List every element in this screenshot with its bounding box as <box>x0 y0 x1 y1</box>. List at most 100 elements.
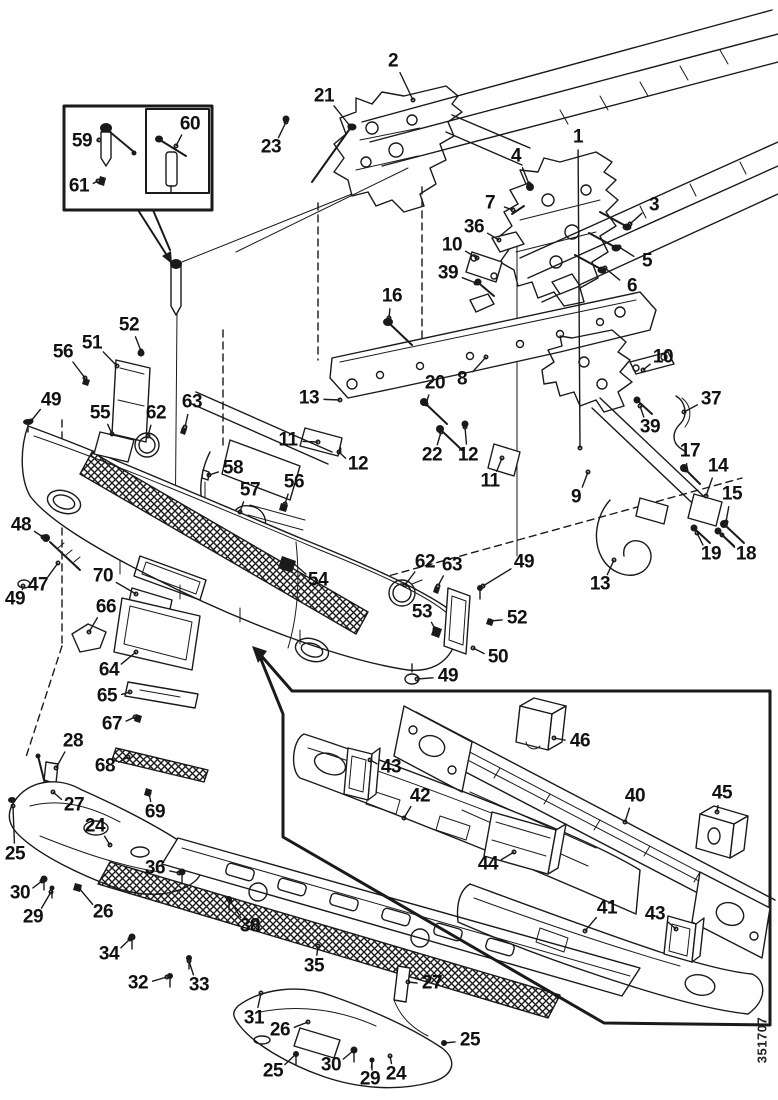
stabilizer-brackets-right <box>541 329 745 576</box>
callout-38: 38 <box>239 915 261 937</box>
callout-2: 2 <box>387 50 399 72</box>
callout-30: 30 <box>9 882 31 904</box>
callout-51: 51 <box>81 332 103 354</box>
callout-45: 45 <box>711 782 733 804</box>
callout-12: 12 <box>347 453 369 475</box>
link-brackets-center <box>465 231 525 297</box>
callout-67: 67 <box>101 713 123 735</box>
callout-9: 9 <box>570 486 582 508</box>
callout-4: 4 <box>510 145 522 167</box>
callout-52: 52 <box>506 607 528 629</box>
callout-36: 36 <box>463 216 485 238</box>
callout-26: 26 <box>269 1019 291 1041</box>
callout-37: 37 <box>700 388 722 410</box>
callout-49: 49 <box>40 389 62 411</box>
callout-39: 39 <box>639 416 661 438</box>
callout-49: 49 <box>437 665 459 687</box>
callout-19: 19 <box>700 543 722 565</box>
callout-7: 7 <box>484 192 496 214</box>
callout-55: 55 <box>89 402 111 424</box>
callout-17: 17 <box>679 440 701 462</box>
callout-26: 26 <box>92 901 114 923</box>
callout-13: 13 <box>298 387 320 409</box>
callout-6: 6 <box>626 275 638 297</box>
callout-10: 10 <box>652 346 674 368</box>
callout-54: 54 <box>307 569 329 591</box>
callout-32: 32 <box>127 972 149 994</box>
callout-63: 63 <box>441 554 463 576</box>
callout-1: 1 <box>572 126 584 148</box>
callout-10: 10 <box>441 234 463 256</box>
callout-42: 42 <box>409 785 431 807</box>
callout-34: 34 <box>98 943 120 965</box>
leader-lines <box>10 71 736 1069</box>
callout-56: 56 <box>52 341 74 363</box>
callout-52: 52 <box>118 314 140 336</box>
frame-rails <box>361 9 778 303</box>
callout-14: 14 <box>707 455 729 477</box>
callout-69: 69 <box>144 801 166 823</box>
callout-57: 57 <box>239 479 261 501</box>
callout-27: 27 <box>63 794 85 816</box>
callout-56: 56 <box>283 471 305 493</box>
callout-63: 63 <box>181 391 203 413</box>
skid-plates <box>97 837 641 1019</box>
callout-64: 64 <box>98 659 120 681</box>
callout-20: 20 <box>424 372 446 394</box>
callout-22: 22 <box>421 444 443 466</box>
callout-44: 44 <box>477 853 499 875</box>
callout-53: 53 <box>411 601 433 623</box>
callout-18: 18 <box>735 543 757 565</box>
callout-58: 58 <box>222 457 244 479</box>
frame-bracket-upper-left <box>282 85 531 213</box>
drawing-number: 351707 <box>754 1016 770 1064</box>
callout-46: 46 <box>569 730 591 752</box>
callout-25: 25 <box>4 843 26 865</box>
callout-43: 43 <box>380 756 402 778</box>
callout-3: 3 <box>648 194 660 216</box>
callout-29: 29 <box>22 906 44 928</box>
callout-5: 5 <box>641 250 653 272</box>
callout-61: 61 <box>68 175 90 197</box>
callout-24: 24 <box>385 1063 407 1085</box>
callout-40: 40 <box>624 785 646 807</box>
crossmember <box>299 273 657 477</box>
callout-11: 11 <box>278 429 298 451</box>
construction-lines <box>25 167 743 758</box>
callout-66: 66 <box>95 596 117 618</box>
callout-33: 33 <box>188 974 210 996</box>
callout-29: 29 <box>359 1068 381 1090</box>
callout-49: 49 <box>4 588 26 610</box>
callout-68: 68 <box>94 755 116 777</box>
callout-16: 16 <box>381 285 403 307</box>
callout-8: 8 <box>456 368 468 390</box>
callout-27: 27 <box>421 972 443 994</box>
callout-13: 13 <box>589 573 611 595</box>
callout-62: 62 <box>414 551 436 573</box>
callout-47: 47 <box>27 574 49 596</box>
fastener-detail-inset <box>62 104 214 316</box>
callout-70: 70 <box>92 565 114 587</box>
callout-41: 41 <box>596 897 618 919</box>
callout-59: 59 <box>71 130 93 152</box>
callout-65: 65 <box>96 685 118 707</box>
callout-15: 15 <box>721 483 743 505</box>
callout-21: 21 <box>313 85 335 107</box>
lower-bumper-inset <box>252 646 776 1027</box>
callout-23: 23 <box>260 136 282 158</box>
bumper-fascia <box>21 425 494 685</box>
callout-39: 39 <box>437 262 459 284</box>
callout-49: 49 <box>513 551 535 573</box>
callout-24: 24 <box>84 815 106 837</box>
callout-11: 11 <box>480 470 500 492</box>
callout-50: 50 <box>487 646 509 668</box>
callout-12: 12 <box>457 444 479 466</box>
callout-35: 35 <box>303 955 325 977</box>
callout-28: 28 <box>62 730 84 752</box>
callout-62: 62 <box>145 402 167 424</box>
callout-25: 25 <box>459 1029 481 1051</box>
callout-43: 43 <box>644 903 666 925</box>
callout-48: 48 <box>10 514 32 536</box>
